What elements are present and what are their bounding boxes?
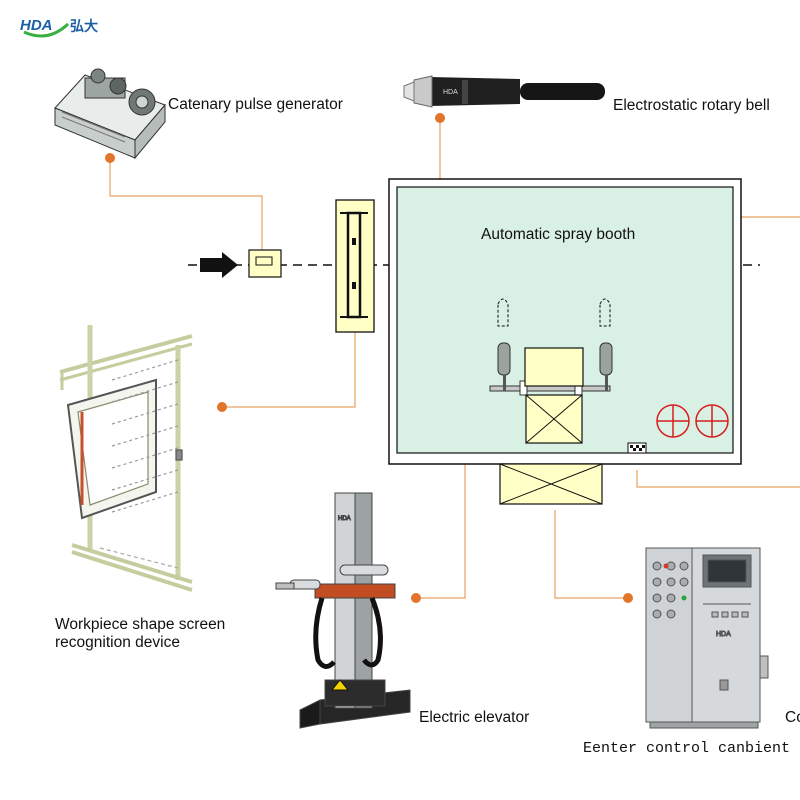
- elevator-badge: HDA: [338, 516, 351, 522]
- label-control-cabinet: Eenter control canbient: [583, 740, 791, 757]
- lift-base-box: [499, 463, 603, 505]
- control-cabinet-illustration: HDA: [645, 547, 769, 729]
- target-right-icon: [695, 404, 729, 438]
- label-recognition-device-line1: Workpiece shape screen: [55, 616, 226, 633]
- rotary-bell-illustration: HDA: [403, 75, 605, 108]
- detector-targets: [656, 404, 729, 438]
- recognition-frame-schematic: [335, 199, 375, 333]
- connector-dot-recognition: [217, 402, 227, 412]
- connector-dot-cabinet: [623, 593, 633, 603]
- gun-travel-outlines: [497, 298, 611, 327]
- spray-guns: [489, 342, 613, 396]
- label-pulse-generator: Catenary pulse generator: [168, 96, 343, 113]
- brand-cjk: 弘大: [70, 18, 98, 34]
- elevator-carriage: [525, 394, 583, 444]
- connector-dot-elevator: [411, 593, 421, 603]
- cabinet-badge: HDA: [716, 631, 731, 638]
- connector-dot-bell: [435, 113, 445, 123]
- label-elevator: Electric elevator: [419, 709, 530, 726]
- connector-dot-pulse: [105, 153, 115, 163]
- pulse-generator-window: [255, 256, 273, 266]
- label-recognition-device-line2: recognition device: [55, 634, 180, 651]
- elevator-illustration: HDA: [275, 492, 411, 729]
- sensor-strip: [627, 442, 647, 454]
- connector-dots: [105, 113, 633, 603]
- label-spray-booth: Automatic spray booth: [481, 226, 636, 243]
- label-rotary-bell: Electrostatic rotary bell: [613, 97, 770, 114]
- recognition-device-illustration: [59, 325, 193, 592]
- pulse-generator-illustration: [54, 68, 166, 160]
- conveyor-direction-arrow-icon: [200, 252, 238, 278]
- bell-badge: HDA: [443, 89, 458, 96]
- hda-logo-icon: HDA 弘大: [20, 17, 98, 38]
- brand-latin: HDA: [20, 17, 53, 34]
- pulse-generator-box: [248, 249, 282, 278]
- target-left-icon: [656, 404, 690, 438]
- workpiece: [524, 347, 584, 387]
- brand-logo: HDA 弘大: [18, 10, 108, 40]
- label-cut-right: Co: [785, 709, 800, 726]
